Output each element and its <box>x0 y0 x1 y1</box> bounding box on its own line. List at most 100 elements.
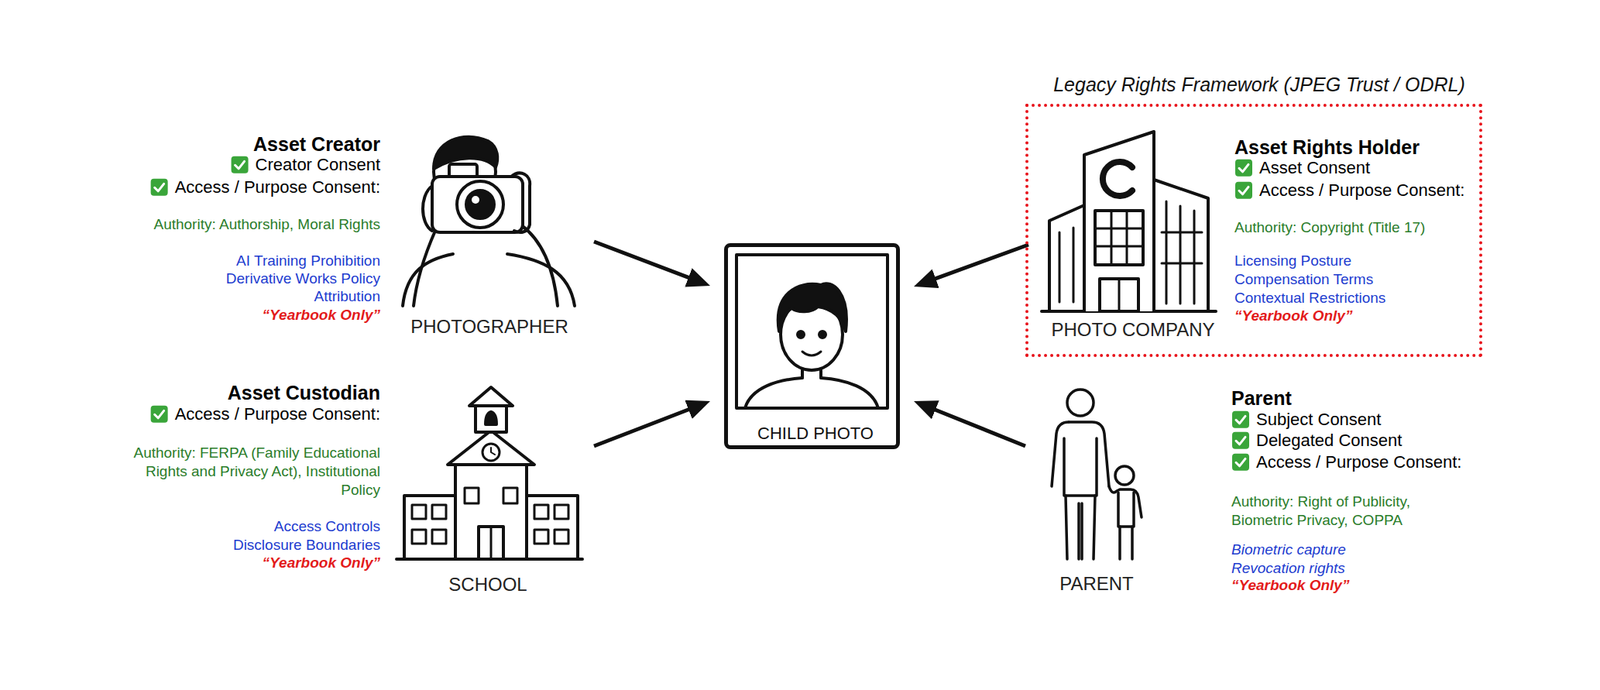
actor-label: PHOTO COMPANY <box>1050 319 1215 342</box>
purpose-tag: “Yearbook Only” <box>262 554 381 573</box>
child-photo-picture <box>736 254 888 409</box>
policy-item: Compensation Terms <box>1234 271 1374 289</box>
photographer-icon <box>422 185 433 231</box>
check-icon <box>230 155 250 175</box>
actor-group: Asset CreatorCreator ConsentAccess / Pur… <box>92 127 591 341</box>
check-icon <box>1231 453 1250 472</box>
child-photo-picture <box>802 351 821 356</box>
authority-text: Authority: Authorship, Moral Rights <box>153 216 381 234</box>
actor-group: Asset Rights HolderAsset ConsentAccess /… <box>1040 119 1481 344</box>
photographer-icon <box>456 181 504 228</box>
check-mark <box>1236 458 1246 467</box>
company-icon <box>1102 161 1133 196</box>
school-icon <box>485 412 497 425</box>
check-mark <box>1236 436 1246 445</box>
photographer-icon <box>507 254 575 306</box>
consent-row: Creator Consent <box>230 154 381 176</box>
photographer-icon <box>402 254 454 306</box>
parent-icon <box>1051 422 1069 487</box>
school-icon <box>554 529 569 544</box>
flow-arrow <box>593 241 696 281</box>
parent-icon <box>1067 389 1094 416</box>
flow-arrow <box>928 244 1029 282</box>
school-icon <box>396 387 583 560</box>
consent-item: Access / Purpose Consent: <box>175 404 381 425</box>
school-icon <box>554 504 569 519</box>
school-icon <box>464 487 479 504</box>
photographer-icon <box>402 137 575 306</box>
consent-item: Delegated Consent <box>1256 430 1402 451</box>
company-icon <box>1118 278 1121 312</box>
photographer-icon <box>466 190 495 219</box>
purpose-tag: “Yearbook Only” <box>1234 307 1353 326</box>
school-icon <box>412 529 426 544</box>
check-box <box>1232 411 1250 429</box>
check-icon <box>150 178 169 197</box>
policy-item: Derivative Works Policy <box>226 270 381 289</box>
purpose-tag: “Yearbook Only” <box>1231 576 1350 595</box>
school-icon <box>447 430 535 465</box>
consent-row: Delegated Consent <box>1231 430 1402 451</box>
check-mark <box>1239 186 1249 195</box>
school-icon <box>534 529 549 544</box>
photo-frame: CHILD PHOTO <box>724 243 900 450</box>
purpose-tag: “Yearbook Only” <box>262 306 381 325</box>
photographer-icon <box>413 230 436 306</box>
check-icon <box>1231 410 1250 430</box>
company-icon <box>1153 179 1209 312</box>
framework-box: Legacy Rights Framework (JPEG Trust / OD… <box>1025 103 1483 358</box>
check-mark <box>154 183 165 192</box>
policy-item: AI Training Prohibition <box>236 252 381 271</box>
company-icon <box>1084 131 1154 312</box>
actor-label: PHOTOGRAPHER <box>410 315 569 339</box>
check-box <box>1232 453 1250 471</box>
check-icon <box>1234 158 1254 178</box>
consent-item: Asset Consent <box>1259 157 1370 179</box>
check-mark <box>1239 164 1249 172</box>
consent-item: Creator Consent <box>255 154 381 176</box>
photographer-icon <box>520 224 558 306</box>
consent-item: Subject Consent <box>1256 409 1381 430</box>
company-icon <box>1095 210 1144 265</box>
parent-icon <box>1115 466 1134 485</box>
check-box <box>151 405 169 423</box>
consent-item: Access / Purpose Consent: <box>1259 180 1465 201</box>
child-photo-picture <box>736 254 888 409</box>
child-photo-picture <box>745 377 879 409</box>
check-box <box>1235 181 1253 200</box>
parent-icon <box>1064 438 1097 496</box>
policy-item: Revocation rights <box>1231 559 1346 578</box>
check-box <box>231 156 249 174</box>
check-box <box>1232 432 1250 450</box>
actor-label: PARENT <box>1059 573 1134 596</box>
school-icon <box>534 504 549 519</box>
company-icon <box>1041 131 1216 312</box>
parent-icon <box>1109 486 1142 518</box>
company-icon <box>1095 210 1144 265</box>
child-photo-picture <box>797 331 804 338</box>
authority-text: Authority: Right of Publicity, Biometric… <box>1231 492 1464 530</box>
flow-arrow <box>928 406 1026 447</box>
flow-arrow <box>593 406 696 447</box>
school-icon <box>478 526 504 560</box>
parent-icon <box>1118 492 1134 527</box>
photo-label: CHILD PHOTO <box>757 423 874 444</box>
check-icon <box>1234 181 1254 200</box>
company-icon <box>1059 227 1074 303</box>
consent-row: Access / Purpose Consent: <box>1234 180 1465 201</box>
check-mark <box>235 161 245 169</box>
consent-item: Access / Purpose Consent: <box>1256 452 1462 473</box>
school-icon <box>482 443 500 461</box>
photographer-icon <box>432 176 523 233</box>
school-icon <box>475 404 507 433</box>
school-icon <box>412 487 569 544</box>
parent-icon <box>1051 389 1142 560</box>
check-mark <box>1236 415 1246 424</box>
consent-item: Access / Purpose Consent: <box>175 177 381 198</box>
role-heading: Asset Rights Holder <box>1234 135 1420 159</box>
consent-row: Access / Purpose Consent: <box>150 404 381 425</box>
policy-item: Disclosure Boundaries <box>233 536 381 555</box>
policy-item: Biometric capture <box>1231 541 1346 560</box>
authority-text: Authority: Copyright (Title 17) <box>1234 219 1425 237</box>
